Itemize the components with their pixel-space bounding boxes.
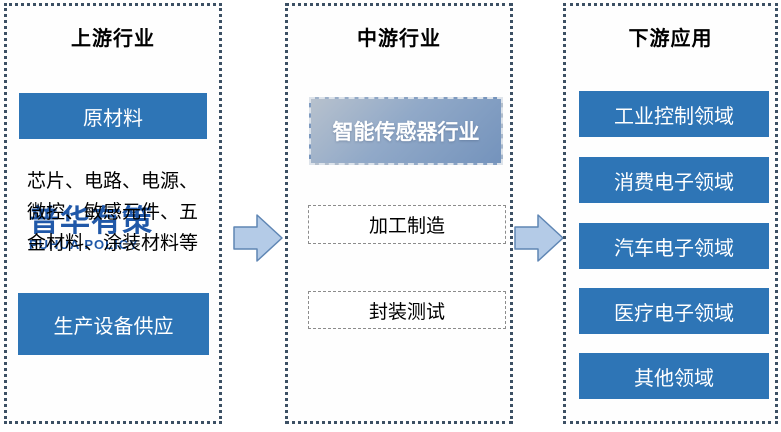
puhua-policy-watermark: 普华有策 PUHUA POLICY xyxy=(29,206,153,252)
upstream-title: 上游行业 xyxy=(71,28,155,50)
consumer-electronics-box: 消费电子领域 xyxy=(579,157,769,203)
industrial-control-box: 工业控制领域 xyxy=(579,91,769,137)
upstream-panel: 上游行业 原材料 芯片、电路、电源、微控、敏感元件、五金材料、涂装材料等 普华有… xyxy=(4,3,222,424)
raw-materials-box: 原材料 xyxy=(19,93,207,139)
watermark-cn-text: 普华有策 xyxy=(29,205,153,238)
automotive-electronics-box: 汽车电子领域 xyxy=(579,223,769,269)
downstream-panel: 下游应用 工业控制领域 消费电子领域 汽车电子领域 医疗电子领域 其他领域 xyxy=(563,3,778,424)
packaging-testing-box: 封装测试 xyxy=(308,291,506,329)
smart-sensor-industry-box: 智能传感器行业 xyxy=(309,97,503,165)
midstream-panel: 中游行业 智能传感器行业 加工制造 封装测试 xyxy=(285,3,513,424)
midstream-title: 中游行业 xyxy=(357,28,441,50)
production-equipment-box: 生产设备供应 xyxy=(18,293,209,355)
processing-manufacturing-box: 加工制造 xyxy=(308,205,506,244)
other-fields-box: 其他领域 xyxy=(579,353,769,399)
medical-electronics-box: 医疗电子领域 xyxy=(579,288,769,334)
downstream-title: 下游应用 xyxy=(628,28,713,50)
watermark-en-text: PUHUA POLICY xyxy=(29,237,139,252)
arrow-right-icon xyxy=(233,214,283,262)
arrow-right-icon xyxy=(514,214,564,262)
upstream-materials-text: 芯片、电路、电源、微控、敏感元件、五金材料、涂装材料等 xyxy=(27,171,199,254)
